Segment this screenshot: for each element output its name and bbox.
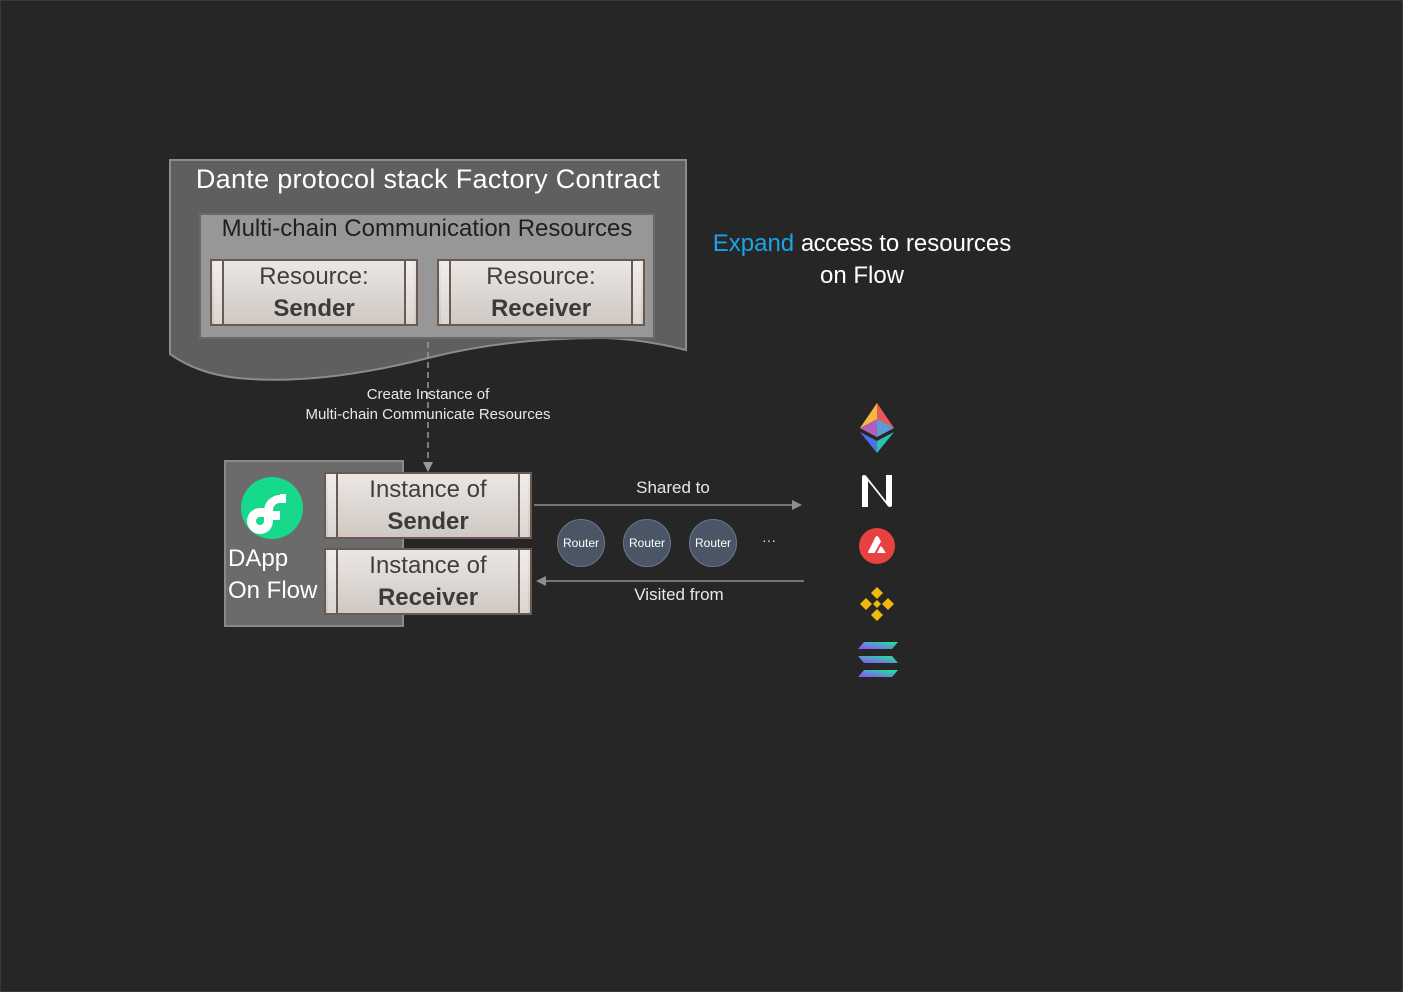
resources-title: Multi-chain Communication Resources [221,215,633,242]
tagline: Expand access to resources on Flow [700,228,1024,292]
router-ellipsis: ··· [762,532,776,548]
resource-receiver-name: Receiver [490,295,592,322]
link-arrows [534,500,804,586]
factory-title: Dante protocol stack Factory Contract [195,164,661,194]
router-node-1: Router [557,519,605,567]
near-icon [862,475,892,507]
router-node-2: Router [623,519,671,567]
instance-sender-name: Sender [387,508,469,535]
solana-icon [858,642,898,677]
resource-sender-label: Resource: [259,263,369,290]
instance-receiver-label: Instance of [369,552,487,579]
instance-receiver-name: Receiver [377,584,479,611]
tagline-line1: Expand access to resources [700,228,1024,260]
resource-sender-name: Sender [273,295,355,322]
avalanche-icon [859,528,895,564]
instance-sender-label: Instance of [369,476,487,503]
resource-receiver-label: Resource: [486,263,596,290]
bnb-icon [860,587,894,621]
router-node-3: Router [689,519,737,567]
instance-receiver-box: Instance of Receiver [324,548,532,615]
dapp-label: DApp On Flow [228,543,317,607]
flow-logo-icon [241,477,303,539]
shared-to-label: Shared to [636,478,710,497]
tagline-expand: Expand [712,230,795,257]
create-instance-arrow [423,342,433,472]
shared-to-arrowhead [792,500,802,510]
resource-receiver-box: Resource: Receiver [437,259,645,326]
tagline-rest: to resources [879,230,1012,257]
tagline-access: access [800,230,873,257]
ethereum-icon [860,403,894,453]
visited-from-label: Visited from [634,585,724,604]
visited-from-arrowhead [536,576,546,586]
tagline-line2: on Flow [819,262,905,289]
create-instance-label-line2: Multi-chain Communicate Resources [305,406,551,423]
resource-sender-box: Resource: Sender [210,259,418,326]
dapp-label-line1: DApp [228,545,289,572]
dapp-label-line2: On Flow [228,577,318,604]
instance-sender-box: Instance of Sender [324,472,532,539]
create-instance-label-line1: Create Instance of [366,386,490,403]
